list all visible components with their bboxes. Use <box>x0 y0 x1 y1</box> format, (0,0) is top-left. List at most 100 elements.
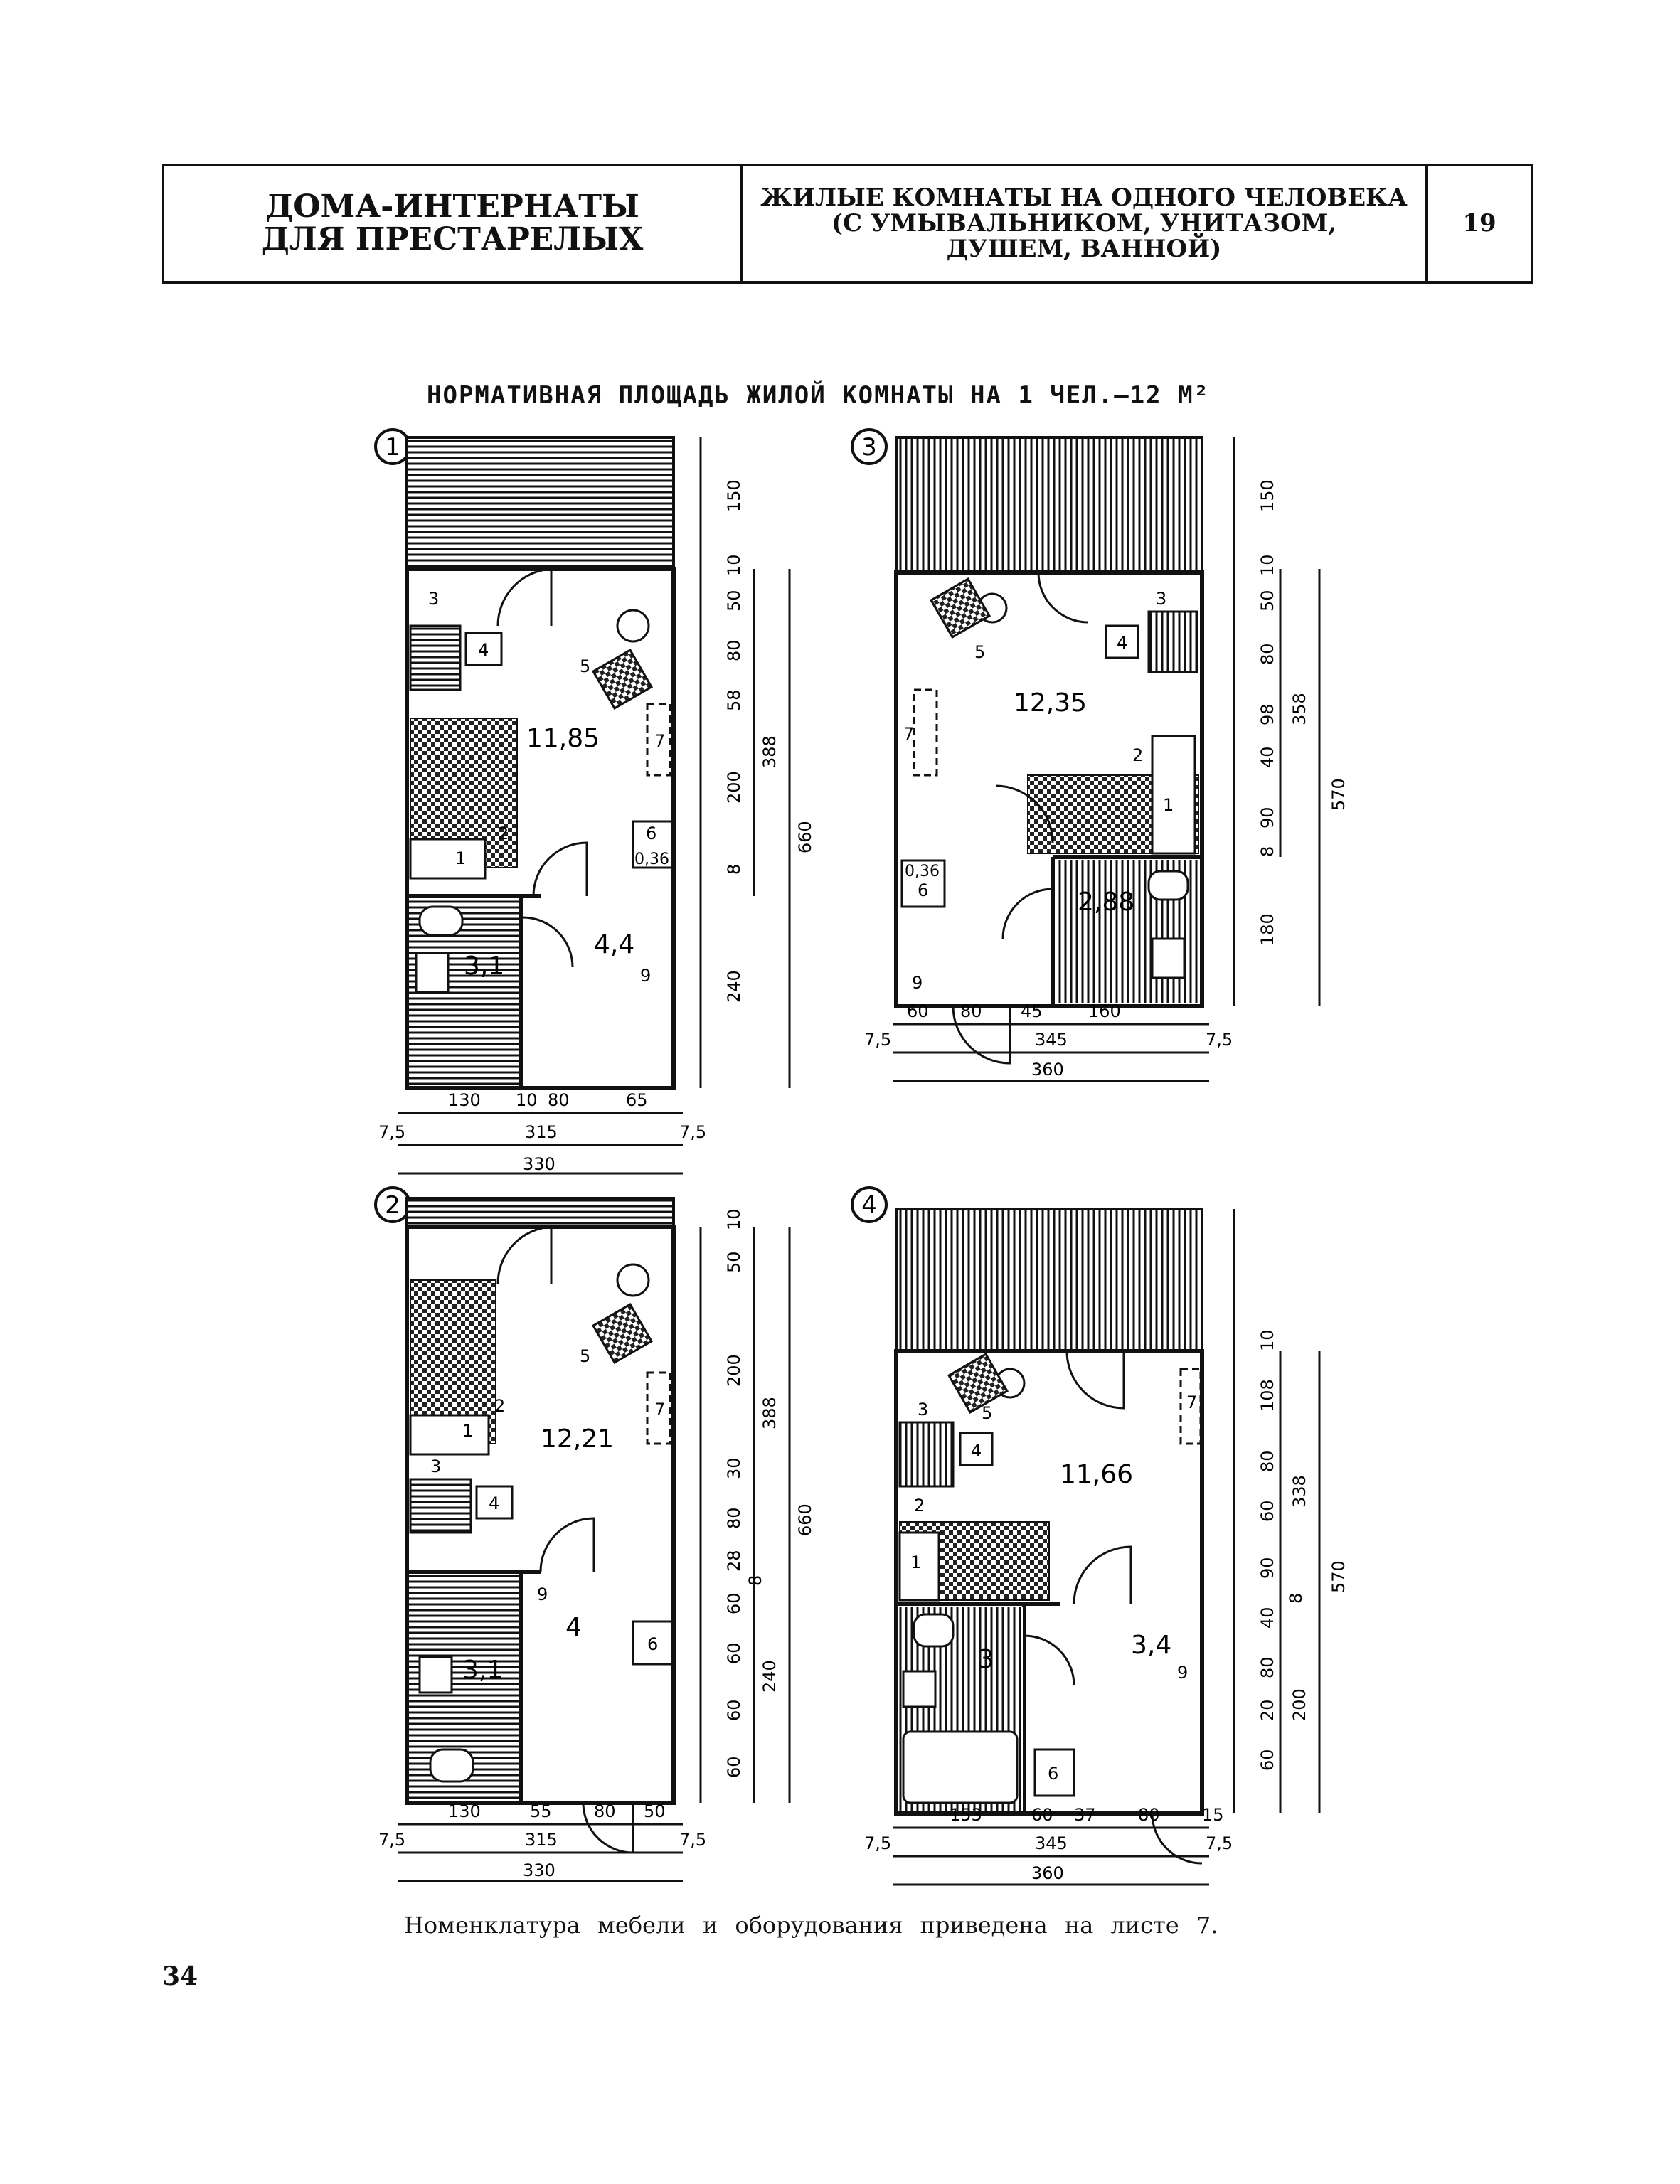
closet-area: 0,36 <box>905 863 940 880</box>
dim-right: 240 <box>724 970 744 1003</box>
dim-right: 60 <box>1258 1749 1277 1771</box>
dim-right-total: 660 <box>795 1503 815 1536</box>
dim-bottom: 7,5 <box>679 1122 706 1142</box>
sheet-header: ДОМА-ИНТЕРНАТЫ ДЛЯ ПРЕСТАРЕЛЫХ ЖИЛЫЕ КОМ… <box>162 164 1533 284</box>
right-dimensions <box>1233 1209 1321 1813</box>
dim-right-mid: 240 <box>760 1660 780 1693</box>
dim-right: 50 <box>724 590 744 612</box>
bathtub-icon <box>902 1730 1019 1804</box>
armchair <box>929 577 991 639</box>
dim-right: 10 <box>724 1208 744 1230</box>
furniture-label: 7 <box>903 724 914 744</box>
plan-1: 1 11,85 4,4 3,1 0,36 1 2 3 4 5 6 7 9 150… <box>374 428 815 1175</box>
bath-area: 3,1 <box>462 1656 503 1685</box>
furniture-label: 6 <box>1048 1764 1058 1784</box>
dim-right: 80 <box>724 1507 744 1529</box>
dim-right-mid: 388 <box>760 1397 780 1429</box>
dim-right: 10 <box>1258 1329 1277 1351</box>
wardrobe <box>898 1421 955 1488</box>
bed-lower <box>409 838 487 880</box>
toilet-icon <box>429 1748 474 1783</box>
balcony <box>405 1197 675 1228</box>
entry-door <box>1065 1351 1125 1410</box>
balcony <box>405 436 675 570</box>
hall-area: 4,4 <box>594 930 634 959</box>
dim-bottom: 315 <box>525 1122 558 1142</box>
dim-right-mid: 200 <box>1290 1688 1309 1721</box>
shelf <box>913 688 938 777</box>
plan-number-circle <box>851 1186 888 1223</box>
dim-bottom: 153 <box>950 1805 982 1825</box>
dim-bottom: 60 <box>1031 1805 1053 1825</box>
armchair <box>947 1352 1009 1415</box>
dim-right: 30 <box>724 1457 744 1479</box>
room-outline <box>894 1349 1204 1816</box>
dim-right: 40 <box>1258 746 1277 768</box>
furniture-label: 4 <box>971 1441 982 1461</box>
furniture-label: 4 <box>478 640 489 660</box>
dim-right-total: 570 <box>1329 778 1349 811</box>
dim-bottom: 80 <box>960 1001 982 1021</box>
dim-bottom: 65 <box>626 1090 648 1110</box>
dim-bottom: 130 <box>448 1801 481 1821</box>
furniture-label: 2 <box>914 1496 925 1516</box>
dim-bottom: 7,5 <box>378 1830 405 1850</box>
room-area: 11,66 <box>1060 1460 1133 1489</box>
furniture-label: 1 <box>455 848 466 868</box>
toilet-icon <box>913 1613 955 1648</box>
toilet-icon <box>1147 870 1189 901</box>
hall-door <box>995 784 1054 843</box>
bed-lower <box>1151 735 1196 855</box>
plan-3: 3 12,35 2,88 0,36 1 2 3 4 5 6 7 9 150 10… <box>851 428 1349 1082</box>
bed-lower <box>898 1531 940 1602</box>
furniture-label: 1 <box>910 1552 921 1572</box>
dim-bottom: 80 <box>548 1090 570 1110</box>
plan-number: 1 <box>385 433 400 462</box>
bath-door <box>1001 888 1053 939</box>
room-outline <box>894 570 1204 1008</box>
bath-area: 3,1 <box>464 952 504 981</box>
dim-bottom: 37 <box>1074 1805 1096 1825</box>
dim-right: 10 <box>1258 554 1277 576</box>
bath-area: 3 <box>978 1645 994 1674</box>
dim-bottom-total: 360 <box>1031 1863 1064 1883</box>
closet <box>632 820 674 869</box>
dim-bottom: 7,5 <box>864 1030 891 1050</box>
dim-right-mid: 358 <box>1290 693 1309 725</box>
furniture-label: 7 <box>654 1400 665 1419</box>
furniture-label: 6 <box>918 880 928 900</box>
dim-right: 60 <box>724 1592 744 1614</box>
dim-bottom: 80 <box>594 1801 616 1821</box>
closet-area: 0,36 <box>634 851 669 868</box>
furniture-label: 1 <box>462 1421 473 1441</box>
bottom-dimensions <box>398 1823 683 1882</box>
dim-bottom-total: 330 <box>523 1860 555 1880</box>
dim-bottom: 50 <box>644 1801 666 1821</box>
dim-bottom: 7,5 <box>679 1830 706 1850</box>
nightstand <box>464 632 503 666</box>
closet <box>900 859 946 908</box>
right-dimensions <box>1233 437 1321 1006</box>
sink-icon <box>415 952 450 994</box>
nightstand <box>1105 624 1139 659</box>
sink-icon <box>418 1656 453 1694</box>
dim-right: 10 <box>724 554 744 576</box>
dim-right: 98 <box>1258 703 1277 725</box>
dim-bottom-total: 360 <box>1031 1060 1064 1080</box>
right-dimensions <box>699 1227 791 1803</box>
plan-4: 4 11,66 3,4 3 1 2 3 4 5 6 7 9 10 108 80 … <box>851 1186 1349 1886</box>
dim-right: 90 <box>1258 1557 1277 1579</box>
plan-number: 3 <box>861 433 877 462</box>
hall-door <box>1073 1545 1132 1604</box>
dim-right-total: 660 <box>795 821 815 853</box>
armchair <box>591 648 654 710</box>
furniture-label: 3 <box>428 589 439 609</box>
furniture-label: 9 <box>1177 1663 1188 1683</box>
dim-right: 80 <box>1258 1656 1277 1678</box>
header-sheet-line1: ЖИЛЫЕ КОМНАТЫ НА ОДНОГО ЧЕЛОВЕКА <box>760 183 1408 212</box>
dim-right-mid: 338 <box>1290 1475 1309 1508</box>
dim-right: 60 <box>724 1699 744 1721</box>
table-icon <box>616 609 650 643</box>
dim-right: 50 <box>724 1251 744 1273</box>
closet <box>632 1620 674 1666</box>
